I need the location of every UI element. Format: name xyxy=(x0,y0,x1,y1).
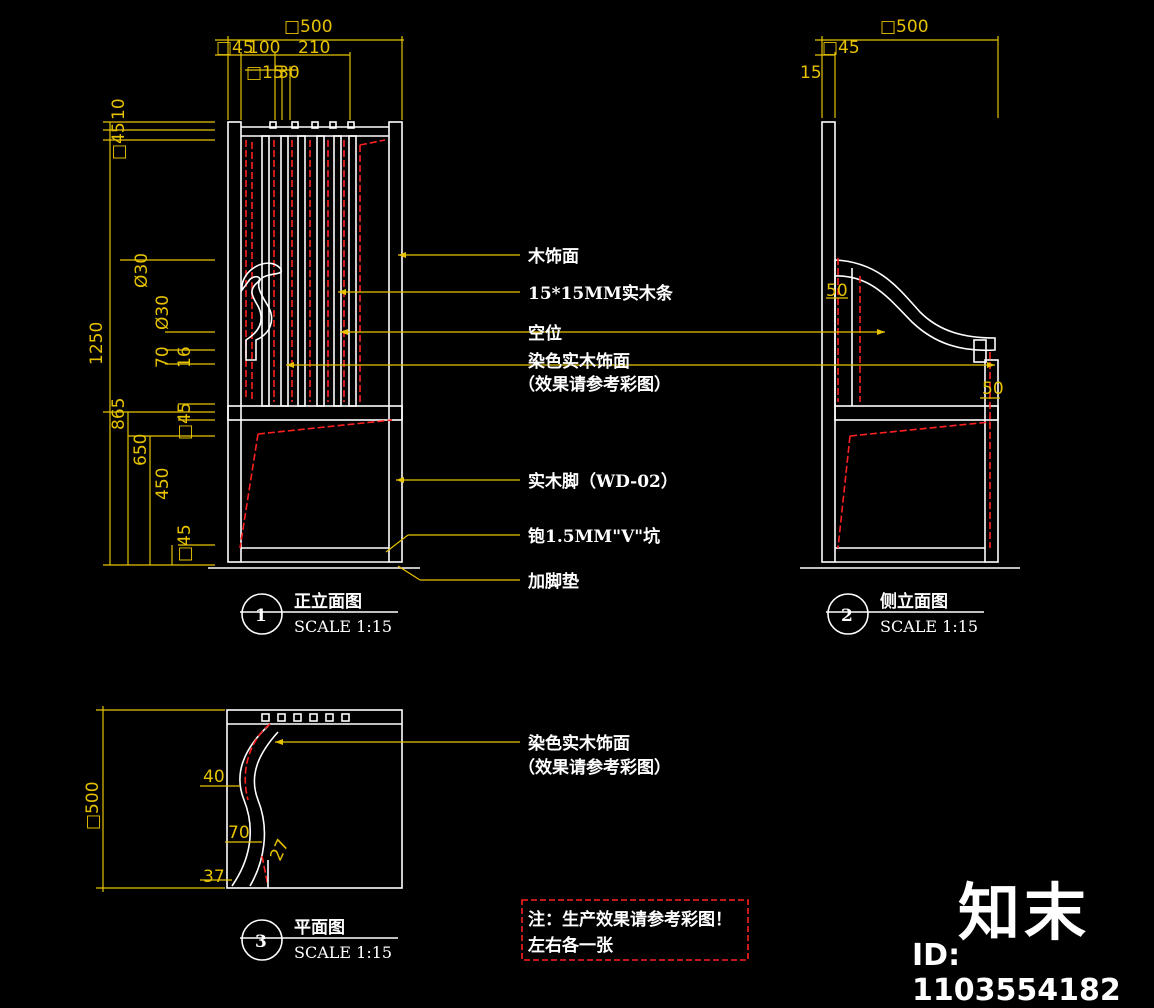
callout-dyed-veneer: 染色实木饰面 xyxy=(528,351,630,372)
dim-plan-depth: □500 xyxy=(83,781,103,830)
front-number-circle xyxy=(241,593,283,635)
watermark-logo: 知末 xyxy=(958,876,1091,949)
plan-view xyxy=(226,709,403,889)
front-scale: SCALE 1:15 xyxy=(294,617,392,636)
note-line2: 左右各一张 xyxy=(528,935,614,956)
side-title: 侧立面图 xyxy=(880,591,948,612)
side-elevation xyxy=(800,121,1020,569)
dim-front-16: 16 xyxy=(175,346,195,368)
callout-foot-pad: 加脚垫 xyxy=(527,571,579,592)
dim-side-50-a: 50 xyxy=(826,281,848,301)
dim-front-30: 30 xyxy=(278,63,300,83)
dim-front-1250: 1250 xyxy=(87,322,107,365)
dim-front-top-45: □45 xyxy=(109,122,129,160)
dim-front-seat-45: □45 xyxy=(175,402,195,440)
dim-plan-27: 27 xyxy=(266,836,293,864)
side-dimensions: □500 □45 15 50 50 xyxy=(800,17,1004,399)
dim-front-top-10: 10 xyxy=(109,98,129,120)
title-side: 2 侧立面图 SCALE 1:15 xyxy=(826,591,984,636)
dim-front-width: □500 xyxy=(284,17,333,37)
dim-front-650: 650 xyxy=(131,434,151,466)
watermark-id: ID: 1103554182 xyxy=(912,938,1121,1008)
dim-side-width: □500 xyxy=(880,17,929,37)
front-dimension-labels: □500 □45 100 210 □15 30 □45 10 1250 865 … xyxy=(87,17,333,562)
front-slats xyxy=(261,121,357,407)
title-front: 1 正立面图 SCALE 1:15 xyxy=(240,591,398,636)
dim-front-450: 450 xyxy=(153,468,173,500)
front-number: 1 xyxy=(255,606,267,626)
note-line1: 注：生产效果请参考彩图！ xyxy=(528,909,732,930)
callout-v-groove: 铇1.5MM"V"坑 xyxy=(528,526,660,547)
dim-side-50-b: 50 xyxy=(982,379,1004,399)
dim-plan-40: 40 xyxy=(203,767,225,787)
front-elevation xyxy=(208,121,420,569)
callout-empty-space: 空位 xyxy=(528,323,562,344)
dim-front-100: 100 xyxy=(248,38,280,58)
dim-front-70: 70 xyxy=(153,346,173,368)
note-box: 注：生产效果请参考彩图！ 左右各一张 xyxy=(521,899,749,961)
front-title: 正立面图 xyxy=(294,591,362,612)
plan-dimensions: □500 40 70 37 27 xyxy=(83,706,294,892)
dim-front-post: □45 xyxy=(216,38,254,58)
dim-plan-70: 70 xyxy=(228,823,250,843)
dim-front-dia30-b: Ø30 xyxy=(153,295,173,330)
plan-title: 平面图 xyxy=(294,918,345,938)
plan-number: 3 xyxy=(255,932,267,952)
callout-see-color: （效果请参考彩图） xyxy=(518,374,671,395)
dim-side-post: □45 xyxy=(822,38,860,58)
plan-scale: SCALE 1:15 xyxy=(294,943,392,962)
callout-labels: 木饰面 15*15MM实木条 空位 染色实木饰面 （效果请参考彩图） 实木脚（W… xyxy=(518,246,678,778)
dim-side-15: 15 xyxy=(800,63,822,83)
plan-callout-dyed-veneer: 染色实木饰面 xyxy=(528,733,630,754)
callout-solid-strip: 15*15MM实木条 xyxy=(528,283,674,304)
plan-callout-see-color: （效果请参考彩图） xyxy=(518,757,671,778)
front-dimensions xyxy=(103,36,404,566)
dim-front-210: 210 xyxy=(298,38,330,58)
dim-front-foot-45: □45 xyxy=(175,524,195,562)
dim-front-865: 865 xyxy=(109,398,129,430)
dim-front-dia30-a: Ø30 xyxy=(132,253,152,288)
callout-leaders xyxy=(275,252,995,745)
dim-front-15: □15 xyxy=(246,63,284,83)
callout-wood-veneer: 木饰面 xyxy=(527,246,579,267)
title-plan: 3 平面图 SCALE 1:15 xyxy=(240,918,398,962)
side-number-circle xyxy=(827,593,869,635)
plan-number-circle xyxy=(241,919,283,961)
dim-plan-37: 37 xyxy=(203,867,225,887)
side-number: 2 xyxy=(841,606,853,626)
side-scale: SCALE 1:15 xyxy=(880,617,978,636)
callout-solid-leg: 实木脚（WD-02） xyxy=(528,471,678,492)
